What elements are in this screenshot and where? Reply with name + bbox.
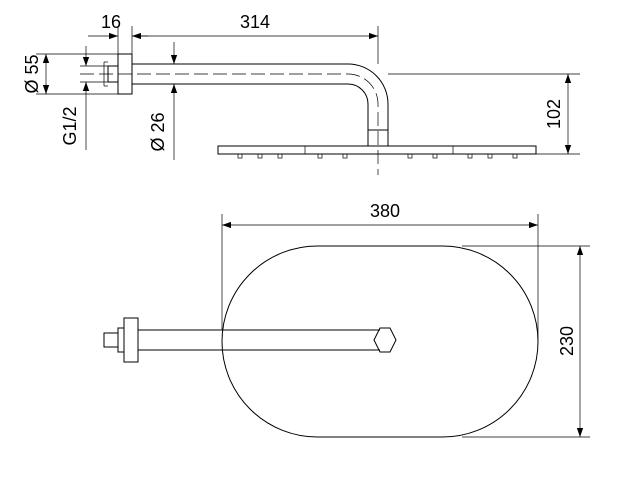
dim-arm-length: 314 [132,12,379,64]
shower-head-oval [221,245,539,438]
dim-head-length: 380 [221,201,539,340]
dim-drop-height: 102 [388,73,580,155]
dim-arm-diameter: Ø 26 [148,42,182,160]
shower-head-profile [217,145,537,159]
side-view: 16 314 Ø 55 G1/2 [22,12,580,175]
dim-label-16: 16 [101,12,121,32]
dim-label-d26: Ø 26 [148,112,168,151]
arm-top [138,327,397,353]
dim-label-d55: Ø 55 [22,54,42,93]
shower-arm [80,63,389,175]
top-view: 380 230 [103,201,590,438]
dim-label-102: 102 [544,99,564,129]
dim-head-width: 230 [462,245,590,438]
flange-top [103,317,139,363]
nozzle-row [237,153,518,159]
dim-label-230: 230 [557,326,577,356]
dim-label-380: 380 [370,201,400,221]
dim-flange-diameter: Ø 55 [22,53,118,95]
dim-flange-thickness: 16 [88,12,148,54]
dim-label-314: 314 [240,12,270,32]
dim-thread: G1/2 [60,46,108,150]
dim-label-g12: G1/2 [60,106,80,145]
